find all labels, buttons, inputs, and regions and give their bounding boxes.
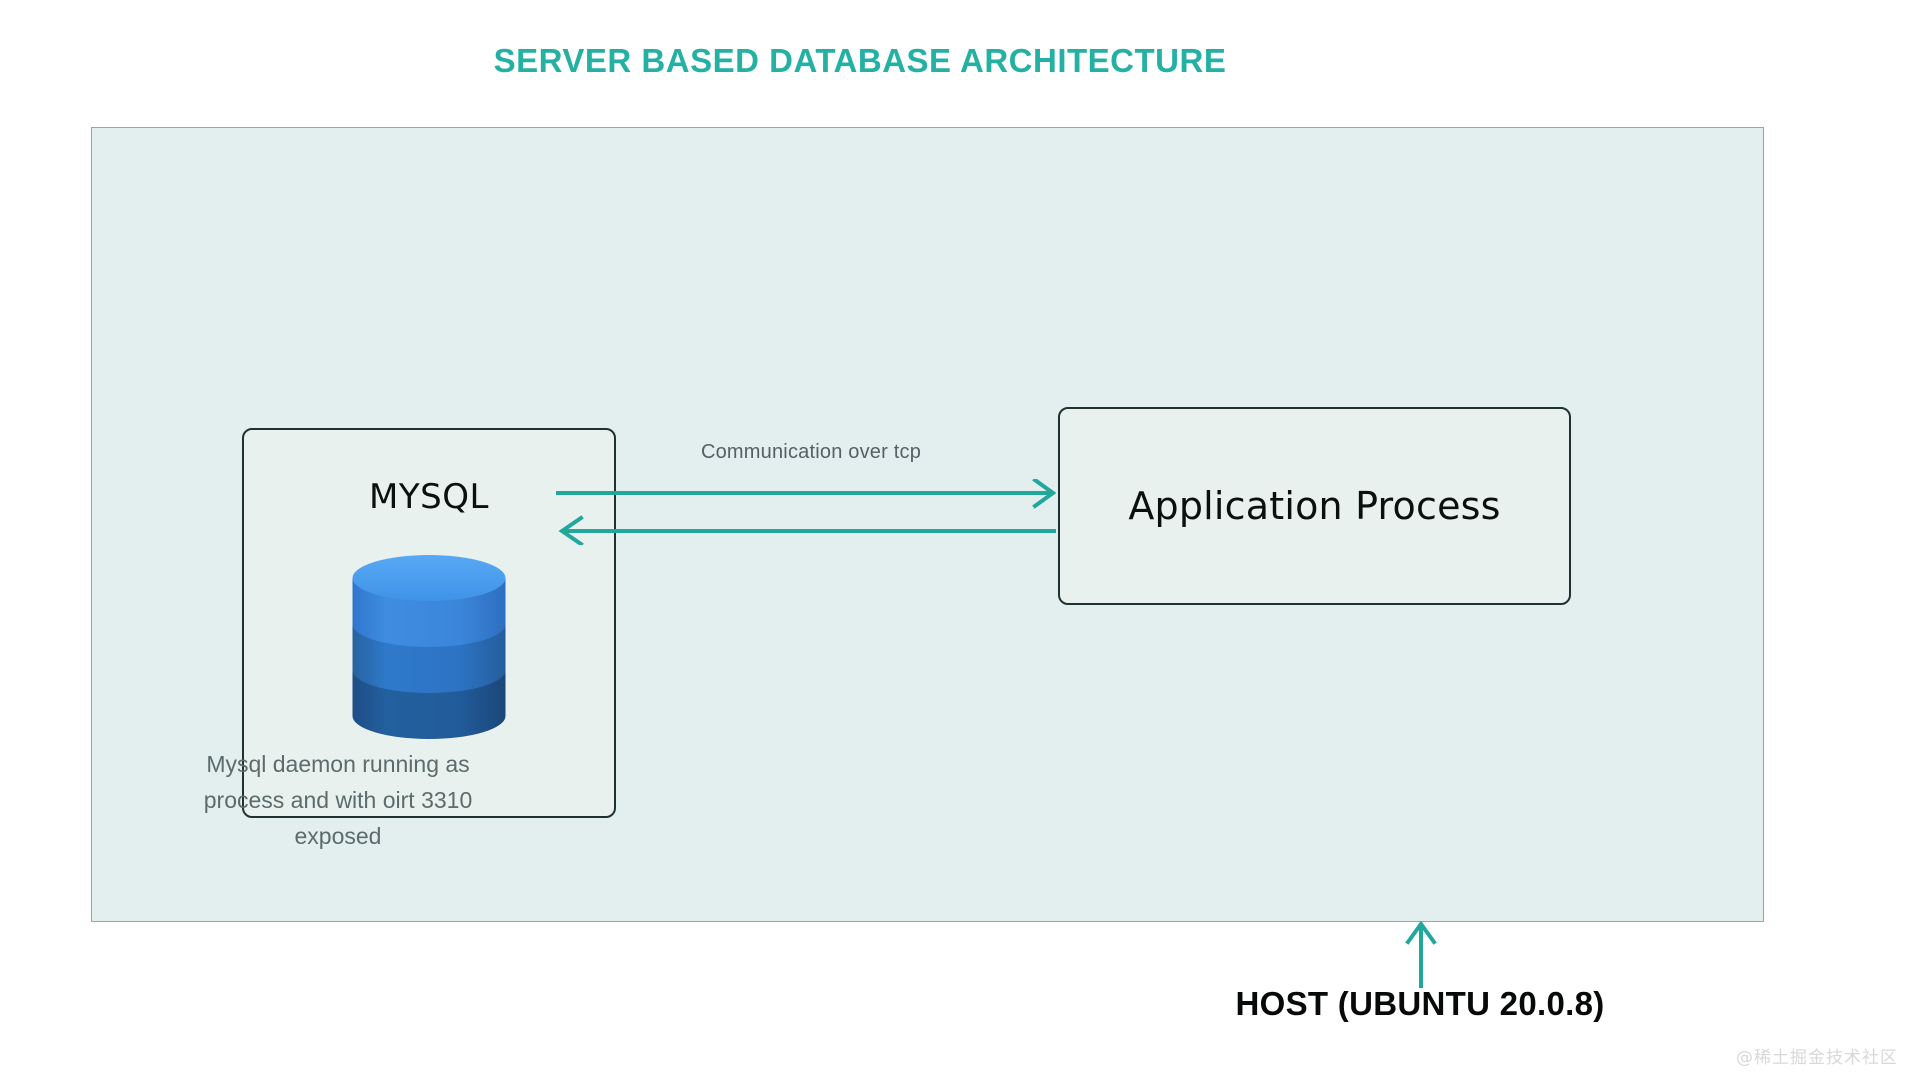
mysql-card-title: MYSQL <box>369 477 489 517</box>
mysql-card[interactable]: MYSQL <box>242 428 616 818</box>
host-container: MYSQL <box>91 127 1764 922</box>
mysql-caption-line: process and with oirt 3310 <box>203 787 473 813</box>
page-title: SERVER BASED DATABASE ARCHITECTURE <box>493 42 1227 79</box>
application-process-box[interactable]: Application Process <box>1058 407 1571 605</box>
watermark: @稀土掘金技术社区 <box>1736 1048 1898 1068</box>
application-process-label: Application Process <box>1128 484 1501 528</box>
mysql-caption-line: Mysql daemon running as <box>206 751 470 777</box>
communication-label: Communication over tcp <box>700 441 922 463</box>
communication-arrows <box>556 479 1066 545</box>
mysql-caption: Mysql daemon running as process and with… <box>151 746 525 854</box>
mysql-caption-line: exposed <box>294 823 382 849</box>
database-cylinder-icon <box>347 548 512 743</box>
arrow-up-icon <box>1403 920 1439 988</box>
host-label: HOST (UBUNTU 20.0.8) <box>1235 985 1605 1022</box>
